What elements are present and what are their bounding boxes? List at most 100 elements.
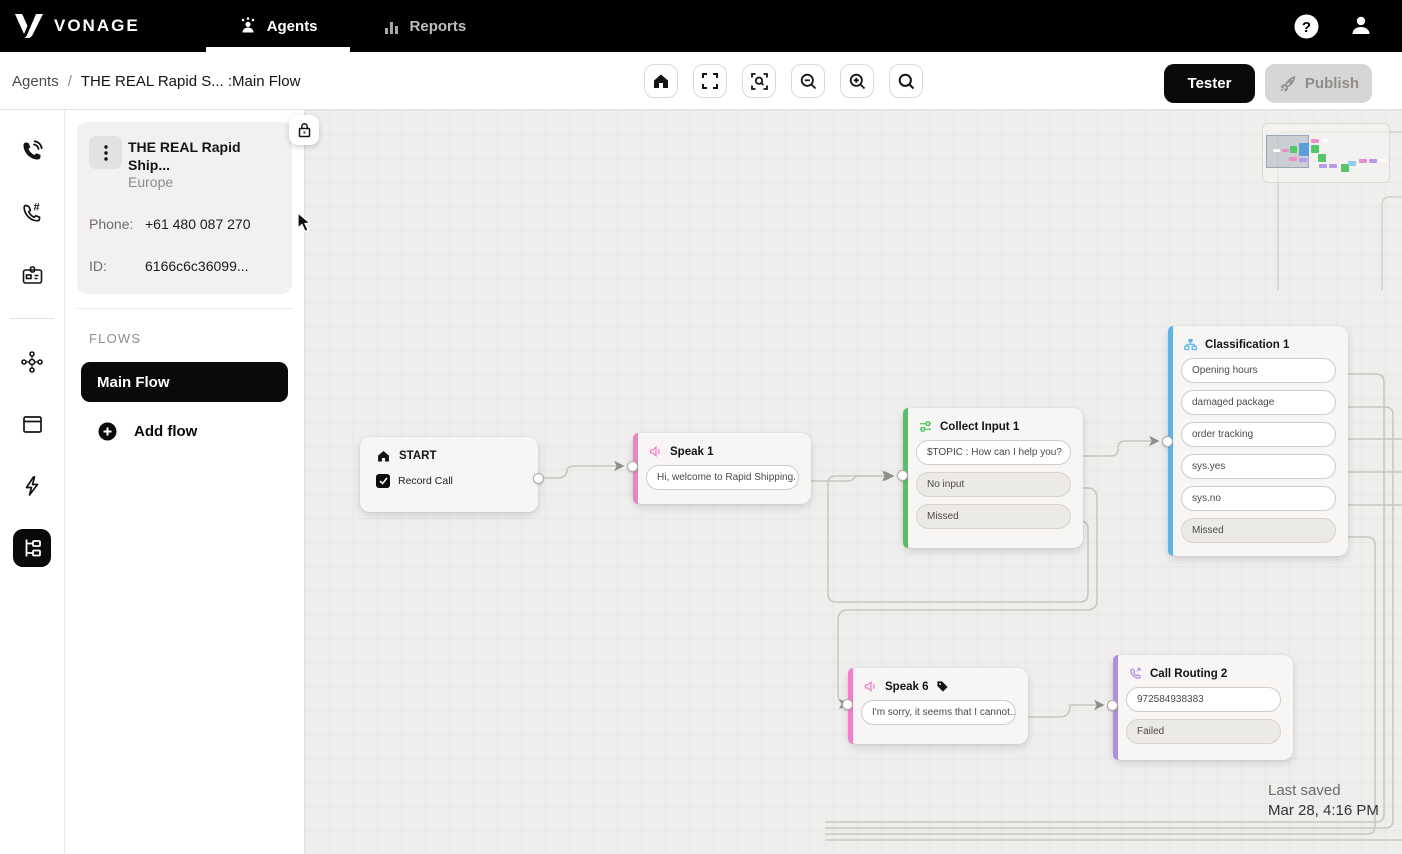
record-call-option[interactable]: Record Call (360, 470, 538, 500)
node-pill[interactable]: Hi, welcome to Rapid Shipping. (646, 465, 799, 490)
search-button[interactable] (889, 64, 923, 98)
dial-number-icon: # (23, 202, 41, 222)
minimap-node (1348, 161, 1356, 166)
node-pill[interactable]: I'm sorry, it seems that I cannot... (861, 700, 1016, 725)
record-call-label: Record Call (398, 475, 453, 487)
flow-item-main-flow[interactable]: Main Flow (81, 362, 288, 402)
kebab-icon (103, 144, 108, 161)
node-call-routing-2[interactable]: Call Routing 2 972584938383 Failed (1107, 655, 1293, 760)
input-port[interactable] (897, 470, 908, 481)
flow-header: Agents / THE REAL Rapid S... :Main Flow (0, 52, 1402, 110)
pill-label: 972584938383 (1137, 694, 1204, 705)
home-icon (654, 74, 668, 88)
record-call-checkbox[interactable] (376, 474, 390, 488)
tab-reports[interactable]: Reports (350, 0, 499, 52)
rail-dial-number-button[interactable]: # (13, 194, 51, 232)
call-routing-icon (1130, 667, 1141, 679)
agent-phone-value: +61 480 087 270 (145, 216, 251, 232)
pill-label: Opening hours (1192, 365, 1258, 376)
minimap[interactable] (1262, 123, 1390, 183)
lock-icon (298, 123, 310, 138)
node-speak-1[interactable]: Speak 1 Hi, welcome to Rapid Shipping. (627, 433, 811, 504)
publish-button[interactable]: Publish (1265, 64, 1372, 103)
breadcrumb-flow-name: :Main Flow (227, 72, 301, 90)
output-port[interactable] (533, 473, 544, 484)
node-classification-1[interactable]: Classification 1 Opening hours damaged p… (1162, 326, 1348, 556)
help-icon[interactable]: ? (1293, 13, 1320, 40)
input-port[interactable] (842, 699, 853, 710)
pill-label: Failed (1137, 726, 1165, 737)
tester-button[interactable]: Tester (1164, 64, 1255, 103)
pill-label: sys.no (1192, 493, 1221, 504)
node-pill[interactable]: Missed (1181, 518, 1336, 543)
node-collect-input-1[interactable]: Collect Input 1 $TOPIC : How can I help … (897, 408, 1083, 548)
flow-canvas[interactable]: START Record Call (305, 110, 1402, 854)
pill-label: Missed (927, 511, 959, 522)
node-title: Collect Input 1 (940, 420, 1020, 433)
rail-call-button[interactable] (13, 132, 51, 170)
node-pill[interactable]: Failed (1126, 719, 1281, 744)
minimap-node (1299, 158, 1307, 162)
minimap-node (1319, 164, 1327, 168)
node-pill[interactable]: 972584938383 (1126, 687, 1281, 712)
rail-window-button[interactable] (13, 405, 51, 443)
node-pill[interactable]: damaged package (1181, 390, 1336, 415)
rail-events-button[interactable] (13, 467, 51, 505)
agent-info-card: THE REAL Rapid Ship... Europe Phone: +61… (77, 122, 292, 294)
minimap-node (1329, 164, 1337, 168)
fit-screen-button[interactable] (693, 64, 727, 98)
pill-label: damaged package (1192, 397, 1275, 408)
add-flow-button[interactable]: Add flow (98, 422, 197, 441)
tab-reports-label: Reports (409, 17, 467, 35)
lock-canvas-button[interactable] (289, 115, 319, 145)
minimap-node (1359, 159, 1367, 163)
node-pill[interactable]: Opening hours (1181, 358, 1336, 383)
minimap-node (1299, 143, 1309, 156)
search-icon (898, 73, 914, 89)
add-flow-label: Add flow (134, 423, 198, 440)
account-icon[interactable] (1348, 13, 1374, 39)
input-port[interactable] (627, 461, 638, 472)
canvas-toolbar (644, 64, 923, 98)
plus-circle-icon (98, 422, 117, 441)
zoom-in-button[interactable] (840, 64, 874, 98)
minimap-node (1321, 139, 1328, 142)
input-port[interactable] (1107, 700, 1118, 711)
breadcrumb-agents-link[interactable]: Agents (12, 72, 59, 90)
flow-edges (538, 131, 1402, 841)
vonage-logo[interactable]: VONAGE (14, 13, 140, 39)
tab-agents[interactable]: Agents (205, 0, 350, 52)
tab-agents-label: Agents (266, 17, 318, 35)
tag-icon (937, 681, 949, 692)
panel-divider (77, 308, 292, 309)
last-saved-timestamp: Mar 28, 4:16 PM (1268, 802, 1379, 819)
node-pill[interactable]: order tracking (1181, 422, 1336, 447)
integrations-icon (21, 351, 43, 373)
pill-label: order tracking (1192, 429, 1254, 440)
rail-flows-button[interactable] (13, 529, 51, 567)
input-port[interactable] (1162, 436, 1173, 447)
home-button[interactable] (644, 64, 678, 98)
node-pill[interactable]: sys.yes (1181, 454, 1336, 479)
node-start[interactable]: START Record Call (360, 437, 544, 512)
flow-tree-icon (25, 539, 41, 557)
zoom-out-button[interactable] (791, 64, 825, 98)
agent-id-value: 6166c6c36099... (145, 258, 249, 274)
node-pill[interactable]: No input (916, 472, 1071, 497)
minimap-node (1379, 159, 1386, 162)
node-speak-6[interactable]: Speak 6 I'm sorry, it seems that I canno… (842, 668, 1028, 744)
pill-label: $TOPIC : How can I help you? (927, 447, 1062, 458)
zoom-area-button[interactable] (742, 64, 776, 98)
minimap-node (1311, 139, 1319, 143)
rail-integrations-button[interactable] (13, 343, 51, 381)
minimap-node (1341, 164, 1349, 172)
node-pill[interactable]: $TOPIC : How can I help you? (916, 440, 1071, 465)
minimap-node (1273, 149, 1280, 152)
pill-label: I'm sorry, it seems that I cannot... (872, 707, 1016, 718)
agent-menu-button[interactable] (89, 136, 122, 169)
left-icon-rail: # (0, 110, 65, 854)
node-pill[interactable]: sys.no (1181, 486, 1336, 511)
node-pill[interactable]: Missed (916, 504, 1071, 529)
breadcrumb: Agents / THE REAL Rapid S... :Main Flow (12, 52, 300, 110)
rail-id-badge-button[interactable] (13, 256, 51, 294)
